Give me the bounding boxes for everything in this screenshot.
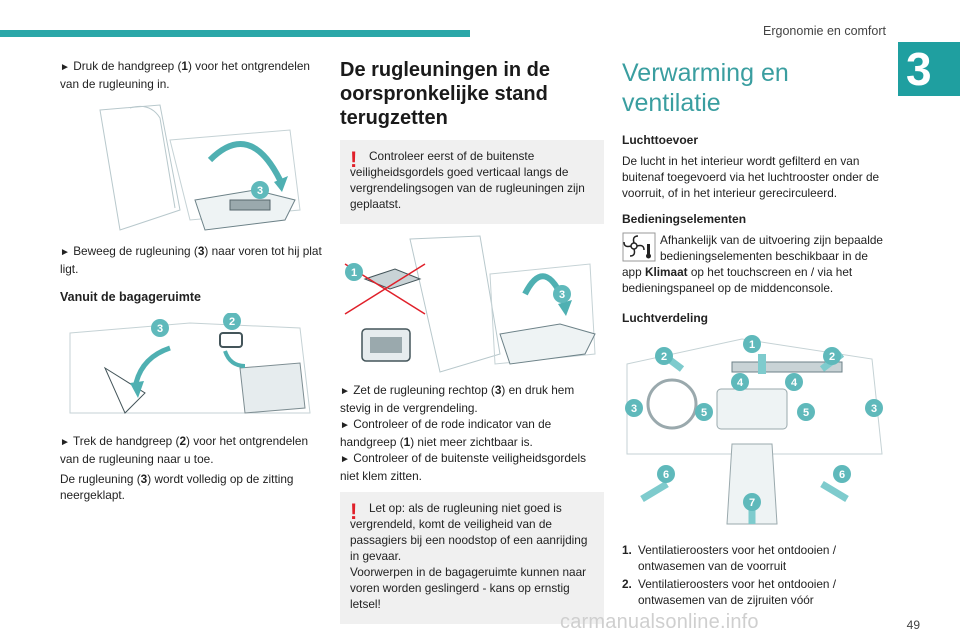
warning-box-lock: ! Let op: als de rugleuning niet goed is…: [340, 492, 604, 624]
page-number: 49: [906, 618, 920, 632]
instruction-move-backrest: ► Beweeg de rugleuning (3) naar voren to…: [60, 244, 322, 276]
callout-4: 4: [791, 377, 798, 389]
callout-3: 3: [559, 289, 565, 301]
callout-2: 2: [661, 351, 667, 363]
instruction-pull-handle: ► Trek de handgreep (2) voor het ontgren…: [60, 434, 308, 466]
callout-5: 5: [803, 407, 809, 419]
chapter-number: 3: [906, 43, 932, 95]
callout-5: 5: [701, 407, 707, 419]
column-3: Verwarming en ventilatie Luchttoevoer De…: [622, 58, 886, 610]
figure-air-distribution: 1 2 2 3 3 4 4 5 5 6 6 7: [622, 334, 886, 534]
heading-heating-ventilation: Verwarming en ventilatie: [622, 59, 789, 117]
instruction-raise-backrest: ► Zet de rugleuning rechtop (3) en druk …: [340, 383, 575, 415]
list-item: 1.Ventilatieroosters voor het ontdooien …: [622, 543, 837, 573]
legend-list: 1.Ventilatieroosters voor het ontdooien …: [622, 542, 886, 608]
text-controls: Afhankelijk van de uitvoering zijn bepaa…: [622, 233, 883, 295]
figure-seat-fold: 3: [60, 100, 322, 235]
instruction-check-belts: ► Controleer of de buitenste veiligheids…: [340, 451, 586, 483]
callout-1: 1: [749, 339, 755, 351]
callout-2: 2: [829, 351, 835, 363]
note-backrest-folded: De rugleuning (3) wordt volledig op de z…: [60, 472, 294, 502]
callout-3: 3: [257, 185, 263, 197]
figure-restore: 1 3: [340, 234, 604, 374]
arrow-icon: ►: [60, 62, 70, 73]
instruction-check-indicator: ► Controleer of de rode indicator van de…: [340, 417, 552, 449]
text-air-supply: De lucht in het interieur wordt gefilter…: [622, 154, 880, 200]
callout-3: 3: [631, 403, 637, 415]
arrow-icon: ►: [60, 437, 70, 448]
warning-icon: !: [350, 499, 358, 524]
arrow-icon: ►: [340, 454, 350, 465]
subheading-air-distribution: Luchtverdeling: [622, 311, 709, 325]
arrow-icon: ►: [60, 247, 70, 258]
heading-restore-backrest: De rugleuningen in de oorspronkelijke st…: [340, 59, 551, 129]
warning-box-belts: ! Controleer eerst of de buitenste veili…: [340, 140, 604, 224]
callout-6: 6: [663, 469, 669, 481]
figure-boot-handle: 3 2: [60, 313, 322, 425]
climate-fan-icon: [622, 232, 656, 262]
callout-3: 3: [871, 403, 877, 415]
heading-from-boot: Vanuit de bagageruimte: [60, 290, 202, 304]
chapter-tab: 3: [898, 42, 960, 96]
callout-2: 2: [229, 316, 235, 328]
callout-7: 7: [749, 497, 755, 509]
callout-6: 6: [839, 469, 845, 481]
instruction-press-handle: ► Druk de handgreep (1) voor het ontgren…: [60, 59, 310, 91]
column-2: De rugleuningen in de oorspronkelijke st…: [340, 58, 604, 634]
callout-1: 1: [351, 267, 357, 279]
callout-4: 4: [737, 377, 744, 389]
column-1: ► Druk de handgreep (1) voor het ontgren…: [60, 58, 322, 507]
arrow-icon: ►: [340, 420, 350, 431]
list-item: 2.Ventilatieroosters voor het ontdooien …: [622, 577, 837, 607]
header-bar: [0, 30, 470, 37]
watermark: carmanualsonline.info: [560, 611, 759, 633]
subheading-controls: Bedieningselementen: [622, 212, 747, 226]
section-title: Ergonomie en comfort: [763, 24, 886, 38]
warning-icon: !: [350, 147, 358, 172]
subheading-air-supply: Luchttoevoer: [622, 133, 699, 147]
callout-3: 3: [157, 323, 163, 335]
arrow-icon: ►: [340, 386, 350, 397]
